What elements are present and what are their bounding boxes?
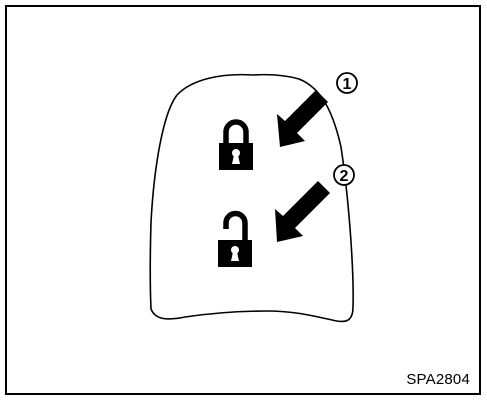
figure-frame: 1 2 SPA2804 bbox=[5, 5, 481, 395]
figure-code: SPA2804 bbox=[406, 371, 470, 388]
padlock-unlocked-icon bbox=[218, 210, 252, 267]
key-fob-outline bbox=[149, 73, 354, 323]
callout-1-number: 1 bbox=[343, 76, 352, 93]
arrow-icon-1 bbox=[277, 90, 328, 147]
padlock-locked-icon bbox=[219, 119, 253, 170]
key-fob-diagram: 1 2 bbox=[149, 72, 358, 323]
arrow-icon-2 bbox=[275, 181, 330, 242]
callout-2: 2 bbox=[333, 164, 355, 186]
callout-1: 1 bbox=[336, 72, 358, 94]
callout-2-number: 2 bbox=[340, 168, 349, 185]
